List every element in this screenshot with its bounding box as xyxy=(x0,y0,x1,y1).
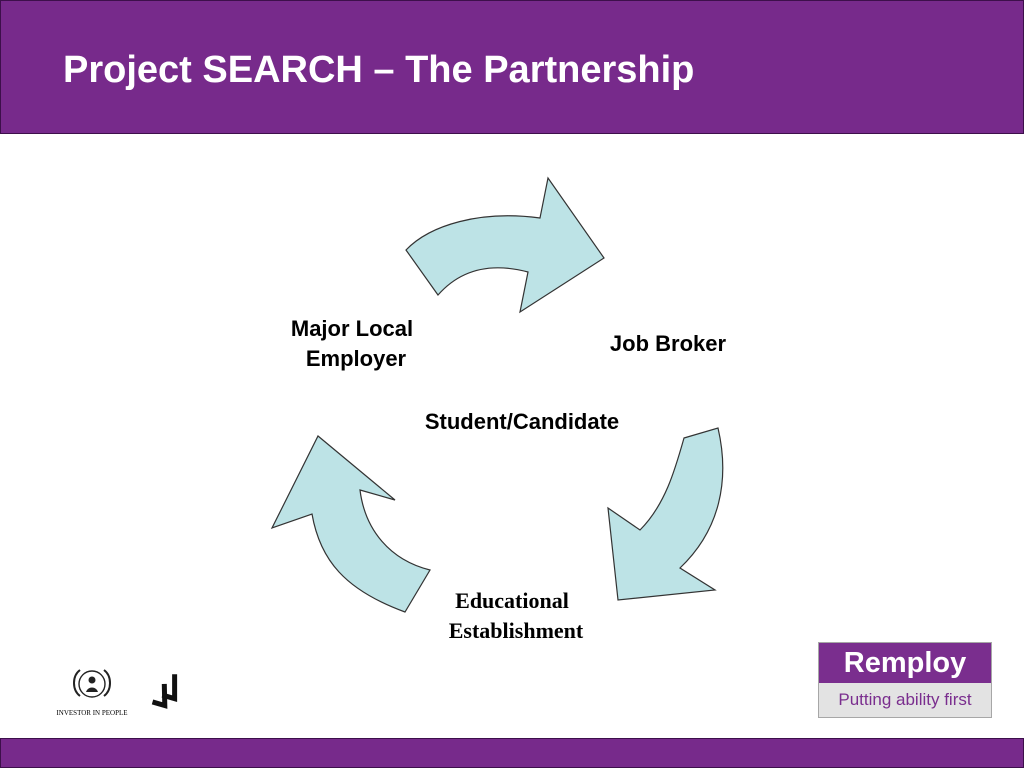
node-education-line1: Educational xyxy=(455,588,569,613)
slide-title: Project SEARCH – The Partnership xyxy=(63,49,695,91)
remploy-name: Remploy xyxy=(819,643,991,683)
arrow-broker-to-education xyxy=(607,427,724,601)
node-education-line2: Establishment xyxy=(449,618,584,643)
positive-about-disabled-people-logo xyxy=(136,662,198,724)
node-employer-line1: Major Local xyxy=(291,316,413,341)
arrow-employer-to-broker xyxy=(405,176,605,314)
node-job-broker: Job Broker xyxy=(610,331,727,356)
investor-in-people-logo: INVESTOR IN PEOPLE xyxy=(52,662,132,722)
node-student-candidate: Student/Candidate xyxy=(425,409,619,434)
investor-in-people-text: INVESTOR IN PEOPLE xyxy=(56,709,128,717)
laurel-wreath-icon xyxy=(73,669,111,698)
double-tick-icon xyxy=(151,674,178,709)
node-employer-line2: Employer xyxy=(306,346,407,371)
header-bar: Project SEARCH – The Partnership xyxy=(0,0,1024,134)
footer-bar xyxy=(0,738,1024,768)
remploy-logo: Remploy Putting ability first xyxy=(818,642,992,718)
arrow-education-to-employer xyxy=(270,435,431,613)
remploy-tagline: Putting ability first xyxy=(819,683,991,717)
